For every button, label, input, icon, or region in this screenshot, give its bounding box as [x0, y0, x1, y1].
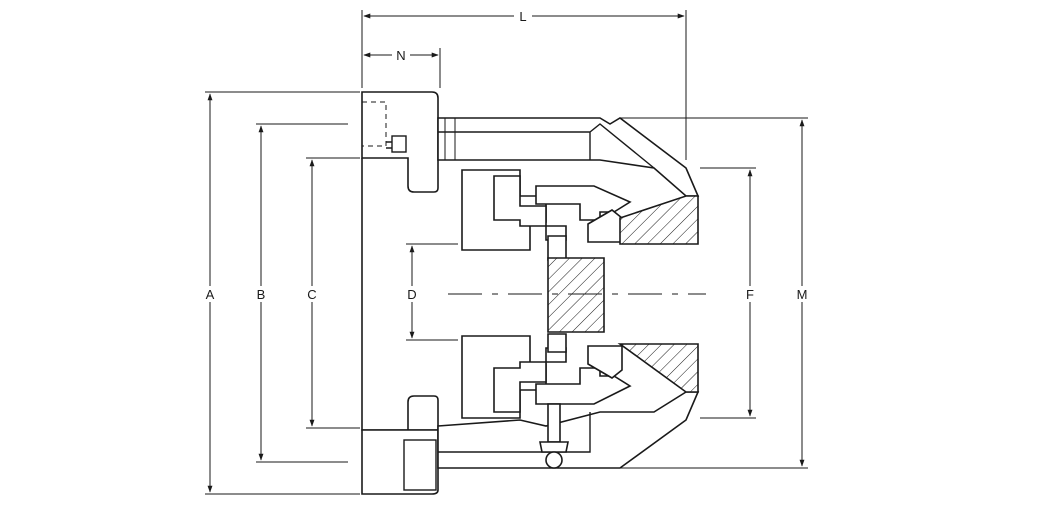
dim-label-M: M [797, 287, 808, 302]
dim-label-N: N [396, 48, 405, 63]
dim-label-C: C [307, 287, 316, 302]
grease-fitting [539, 403, 569, 469]
dim-label-L: L [519, 9, 526, 24]
wedge-sections [617, 195, 699, 393]
dim-label-A: A [206, 287, 215, 302]
dim-label-D: D [407, 287, 416, 302]
center-piston [547, 235, 605, 353]
dim-label-B: B [257, 287, 266, 302]
upper-jaw [461, 169, 632, 251]
dim-label-F: F [746, 287, 754, 302]
chuck-body [361, 91, 439, 495]
lower-jaw [461, 335, 632, 419]
extension-lines [205, 10, 808, 495]
